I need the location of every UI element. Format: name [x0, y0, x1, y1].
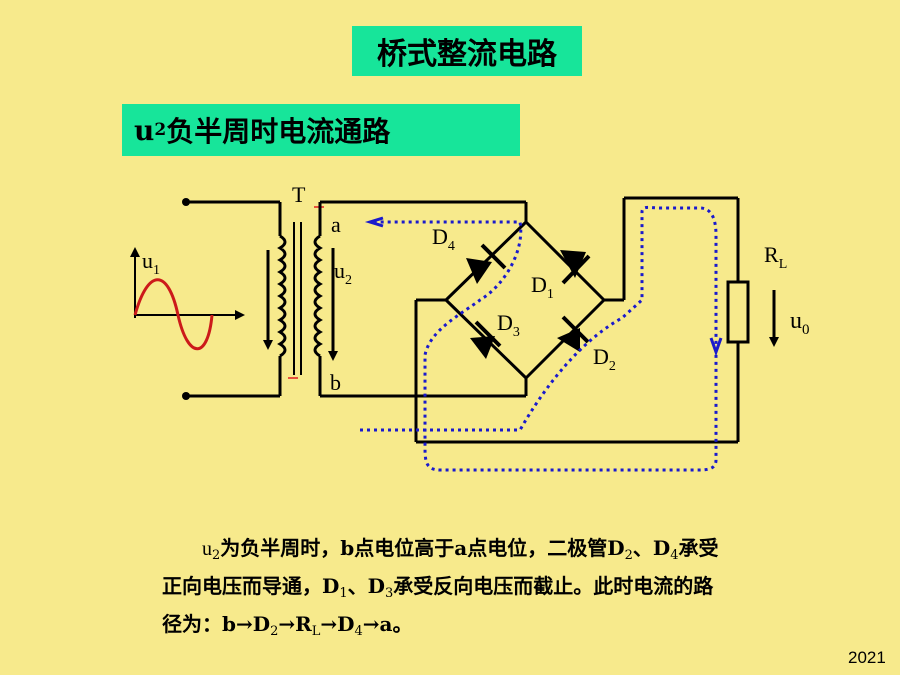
label-d2: D2 [593, 344, 616, 374]
label-u2: u2 [334, 258, 352, 288]
label-d3: D3 [497, 310, 520, 340]
label-u0: u0 [790, 308, 810, 338]
primary-coil [277, 234, 287, 358]
diode-d2 [557, 315, 590, 352]
sine-wave [133, 278, 214, 350]
diode-d3 [470, 320, 502, 359]
transformer-core [293, 222, 302, 375]
description-line-2: 正向电压而导通，D1、D3承受反向电压而截止。此时电流的路 [162, 574, 714, 601]
diode-d4 [466, 243, 507, 284]
description-line-1: u2为负半周时，b点电位高于a点电位，二极管D2、D4承受 [202, 536, 719, 563]
input-terminal-bottom [182, 392, 190, 400]
label-u1: u1 [142, 248, 160, 278]
load-resistor [726, 280, 750, 344]
input-terminal-top [182, 198, 190, 206]
subtitle-sub: 2 [154, 120, 167, 140]
current-path [360, 205, 723, 472]
label-d1: D1 [531, 272, 554, 302]
label-d4: D4 [432, 224, 455, 254]
footer-year: 2021 [848, 648, 886, 667]
slide-title-text: 桥式整流电路 [377, 37, 557, 72]
subtitle-rest: 负半周时电流通路 [166, 115, 391, 148]
label-node-a: a [331, 212, 341, 237]
primary-circuit [186, 200, 282, 398]
description: u2为负半周时，b点电位高于a点电位，二极管D2、D4承受 正向电压而导通，D1… [162, 533, 862, 647]
diode-d1 [560, 250, 591, 285]
description-line-3: 径为：b→D2→RL→D4→a。 [162, 612, 413, 639]
label-rl: RL [764, 242, 787, 272]
secondary-coil [313, 234, 323, 358]
label-node-b: b [330, 370, 341, 395]
slide-title: 桥式整流电路 [352, 26, 582, 76]
secondary-circuit [318, 196, 740, 444]
sine-axes [130, 247, 245, 320]
subtitle-u: u [134, 113, 155, 147]
label-transformer: T [292, 182, 306, 207]
